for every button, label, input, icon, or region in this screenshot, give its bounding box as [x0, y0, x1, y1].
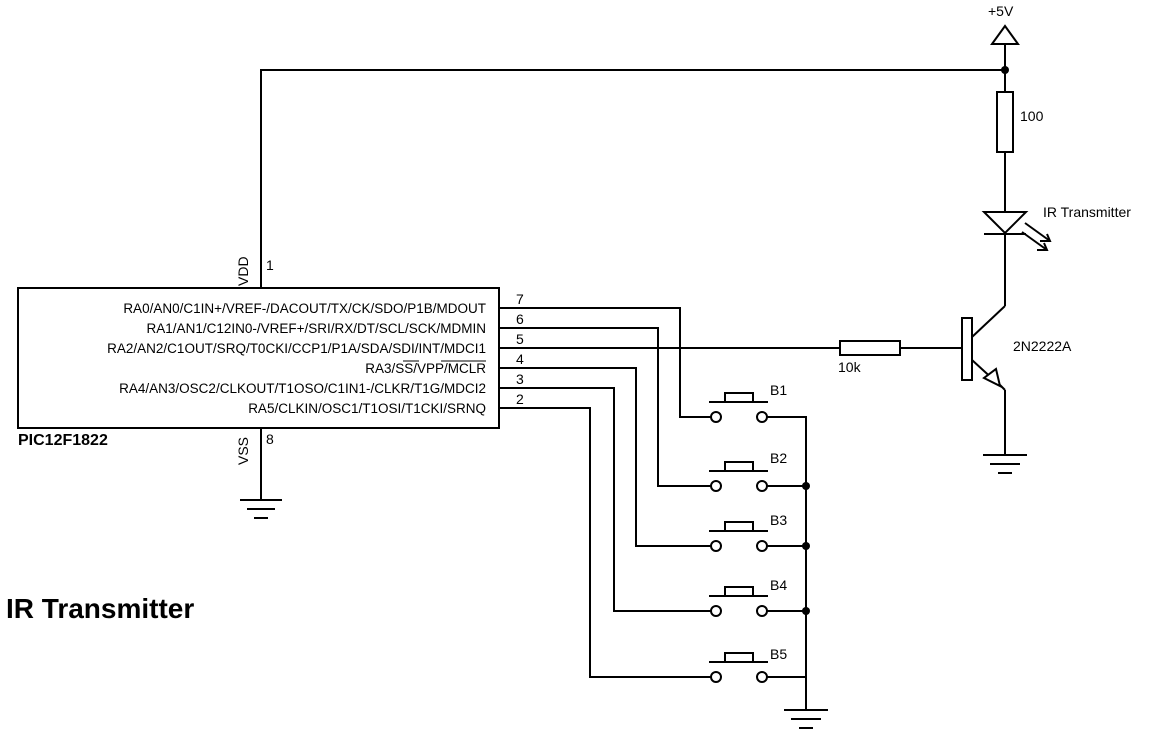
pushbutton-b1: B1 [709, 382, 787, 423]
junction-dot [802, 542, 810, 550]
resistor-100-body [996, 91, 1014, 153]
pin-number-5: 5 [516, 331, 524, 347]
supply-label: +5V [988, 3, 1014, 19]
mcu-name: PIC12F1822 [18, 432, 108, 449]
pin-label-ra0: RA0/AN0/C1IN+/VREF-/DACOUT/TX/CK/SDO/P1B… [123, 301, 486, 316]
resistor-100-label: 100 [1020, 108, 1044, 124]
button-label-b4: B4 [770, 577, 787, 593]
pin-number-4: 4 [516, 351, 524, 367]
pushbutton-b3: B3 [709, 512, 787, 552]
pushbutton-b2: B2 [709, 450, 787, 492]
wire-ra3-b3 [500, 367, 711, 547]
button-label-b3: B3 [770, 512, 787, 528]
vdd-label: VDD [235, 256, 251, 286]
power-arrow-icon [990, 24, 1020, 45]
wire-ra4-b4 [500, 387, 711, 612]
mcu-pic12f1822: PIC12F1822 VDD 1 VSS 8 RA0/AN0/C1IN+/VRE… [17, 256, 524, 465]
emitter-arrow-icon [982, 367, 1002, 388]
ground-buttons-icon [784, 709, 828, 729]
wire-ra5-b5 [500, 407, 711, 678]
pin-label-ra3: RA3/SS/VPP/MCLR [365, 361, 486, 376]
junction-dot [1001, 66, 1009, 74]
pin-label-ra5: RA5/CLKIN/OSC1/T1OSI/T1CKI/SRNQ [248, 401, 486, 416]
button-label-b2: B2 [770, 450, 787, 466]
wire-ra1-b2 [500, 327, 711, 487]
supply-5v: +5V [988, 3, 1020, 92]
junction-dot [802, 607, 810, 615]
wire-ra0-b1 [500, 307, 711, 418]
junction-dot [802, 482, 810, 490]
resistor-10k: 10k [500, 340, 962, 375]
pushbutton-b5: B5 [709, 646, 787, 683]
resistor-10k-label: 10k [838, 359, 862, 375]
button-label-b5: B5 [770, 646, 787, 662]
ir-led: IR Transmitter [981, 204, 1131, 306]
transistor-base-bar [961, 317, 973, 381]
pin-label-ra4: RA4/AN3/OSC2/CLKOUT/T1OSO/C1IN1-/CLKR/T1… [119, 381, 486, 396]
pin-label-ra2: RA2/AN2/C1OUT/SRQ/T0CKI/CCP1/P1A/SDA/SDI… [107, 341, 486, 356]
vdd-wire [260, 69, 1005, 288]
pin-label-ra1: RA1/AN1/C12IN0-/VREF+/SRI/RX/DT/SCL/SCK/… [147, 321, 486, 336]
button-label-b1: B1 [770, 382, 787, 398]
vss-pin-number: 8 [266, 431, 274, 447]
diode-triangle-icon [981, 211, 1029, 235]
resistor-10k-body [839, 340, 901, 356]
vdd-pin-number: 1 [266, 257, 274, 273]
mcu-body [17, 287, 500, 429]
ground-transistor-icon [983, 454, 1027, 474]
ir-led-label: IR Transmitter [1043, 204, 1131, 220]
vss-label: VSS [235, 437, 251, 465]
pin-number-7: 7 [516, 291, 524, 307]
pushbutton-b4: B4 [709, 577, 787, 617]
pin-number-6: 6 [516, 311, 524, 327]
pin-number-2: 2 [516, 391, 524, 407]
ground-mcu-icon [240, 499, 282, 519]
transistor-2n2222a: 2N2222A [961, 305, 1072, 455]
pin-number-3: 3 [516, 371, 524, 387]
transistor-label: 2N2222A [1013, 338, 1072, 354]
diagram-title: IR Transmitter [6, 593, 194, 624]
resistor-100: 100 [996, 91, 1044, 212]
